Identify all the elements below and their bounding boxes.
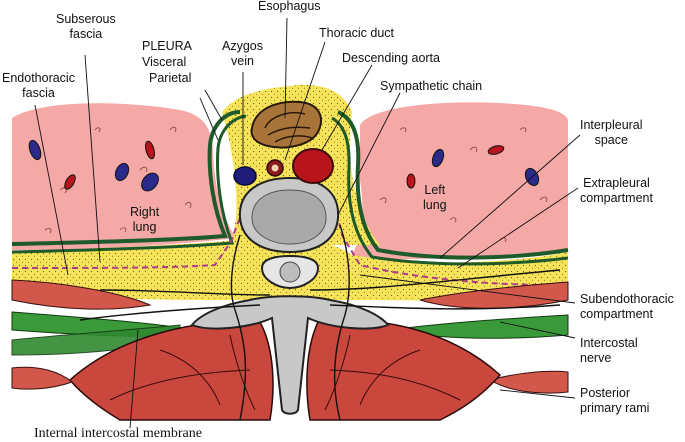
label-descending-aorta: Descending aorta [342, 51, 440, 65]
label-right-lung: Right lung [130, 205, 160, 234]
nerves [79, 224, 561, 421]
label-subendothoracic-compartment: Subendothoracic compartment [580, 292, 674, 321]
back-muscles [68, 319, 502, 421]
lung-vessels [28, 139, 540, 192]
left-lung [350, 102, 568, 260]
label-sympathetic-chain: Sympathetic chain [380, 79, 483, 93]
leader-lines [34, 17, 581, 429]
label-subserous-fascia: Subserous fascia [56, 12, 116, 41]
mediastinal-structures [233, 100, 334, 186]
label-azygos-vein: Azygos vein [222, 39, 263, 68]
label-visceral: Visceral [142, 55, 187, 69]
vertebra [190, 176, 390, 415]
label-intercostal-nerve: Intercostal nerve [580, 336, 638, 365]
label-thoracic-duct: Thoracic duct [319, 26, 395, 40]
label-extrapleural-compartment: Extrapleural compartment [580, 176, 653, 205]
label-left-lung: Left lung [423, 183, 447, 212]
label-posterior-primary-rami: Posterior primary rami [580, 386, 650, 415]
label-esophagus: Esophagus [258, 0, 321, 13]
label-parietal: Parietal [149, 71, 192, 85]
label-pleura: PLEURA [142, 39, 193, 53]
pleura-right [11, 110, 247, 254]
label-internal-intercostal-membrane: Internal intercostal membrane [34, 426, 202, 441]
label-interpleural-space: Interpleural space [580, 118, 643, 147]
label-endothoracic-fascia: Endothoracic fascia [2, 71, 75, 100]
pleura-left [331, 110, 569, 266]
